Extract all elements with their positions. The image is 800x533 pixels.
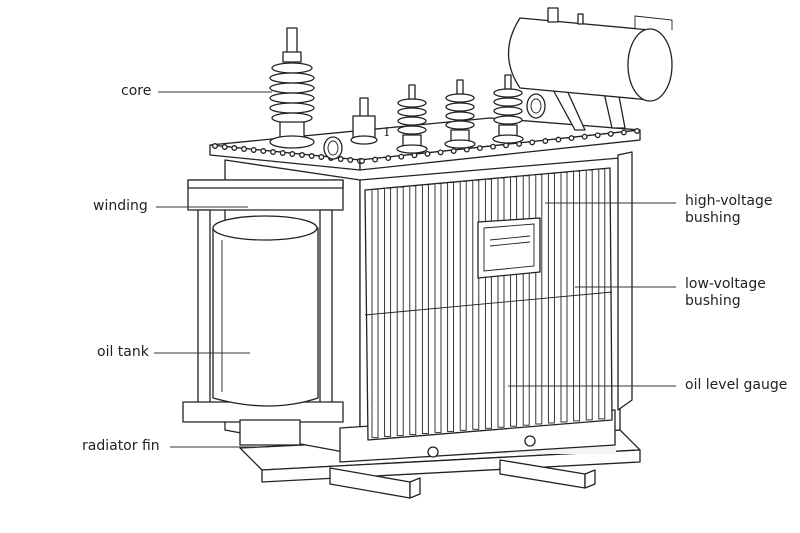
lv-bushings: [396, 74, 524, 154]
bolt: [424, 150, 431, 157]
bolt: [594, 132, 601, 139]
bolt: [503, 142, 509, 149]
bolt: [542, 138, 549, 144]
radiator-fin: [598, 168, 606, 420]
bolt: [347, 157, 354, 163]
bolt: [568, 135, 575, 142]
label-low-voltage-bushing: low-voltage bushing: [685, 276, 766, 310]
bolt: [231, 145, 238, 151]
bolt: [359, 158, 365, 164]
tank-side-panel: [617, 151, 633, 411]
radiator-fin: [585, 169, 593, 421]
radiator-fin: [560, 171, 568, 423]
label-winding: winding: [93, 198, 148, 214]
bolt: [607, 130, 614, 137]
label-low-voltage-line2: bushing: [685, 293, 741, 309]
nameplate-mark: 1: [383, 125, 391, 139]
bolt: [308, 153, 315, 159]
label-oil-level-gauge: oil level gauge: [685, 377, 788, 393]
label-oil-tank: oil tank: [97, 344, 149, 360]
label-high-voltage-line2: bushing: [685, 210, 741, 226]
bolt: [398, 153, 405, 160]
bolt: [555, 136, 562, 143]
bolt: [620, 129, 627, 136]
bolt: [260, 148, 267, 154]
bolt: [411, 152, 418, 159]
bolt: [450, 148, 457, 154]
conservator: [507, 7, 673, 131]
bolt: [437, 149, 444, 156]
fin-brace: [364, 291, 613, 316]
lv-bushing: [396, 84, 428, 154]
bolt: [241, 146, 247, 152]
core-winding-assembly: [182, 179, 344, 446]
label-low-voltage-line1: low-voltage: [685, 276, 766, 292]
bolt: [529, 139, 536, 146]
nameplate: [477, 217, 541, 279]
bolt: [212, 143, 218, 149]
lv-bushing: [492, 74, 524, 144]
bolt: [385, 155, 392, 162]
leader-lines: [154, 91, 676, 448]
tap-changer-fitting: 1: [323, 97, 391, 160]
bolt: [634, 128, 640, 134]
bolt: [318, 154, 325, 160]
bolt: [337, 156, 344, 162]
hv-bushing: [269, 27, 315, 149]
radiator-fins: [364, 167, 613, 441]
label-radiator-fin: radiator fin: [82, 438, 160, 454]
bolt: [372, 156, 379, 163]
bolt: [221, 144, 228, 150]
bolt: [490, 143, 496, 150]
bolt: [279, 150, 286, 156]
label-high-voltage-bushing: high-voltage bushing: [685, 193, 773, 227]
bolt: [289, 151, 296, 157]
bolt: [299, 152, 305, 158]
radiator-fin: [573, 170, 581, 422]
lv-bushing: [444, 79, 476, 149]
bolt: [250, 147, 257, 153]
bolt: [476, 145, 483, 152]
bolt: [581, 133, 588, 140]
label-high-voltage-line1: high-voltage: [685, 193, 773, 209]
bolt: [270, 149, 276, 155]
cover-bolts: [212, 128, 640, 164]
label-core: core: [121, 83, 152, 99]
